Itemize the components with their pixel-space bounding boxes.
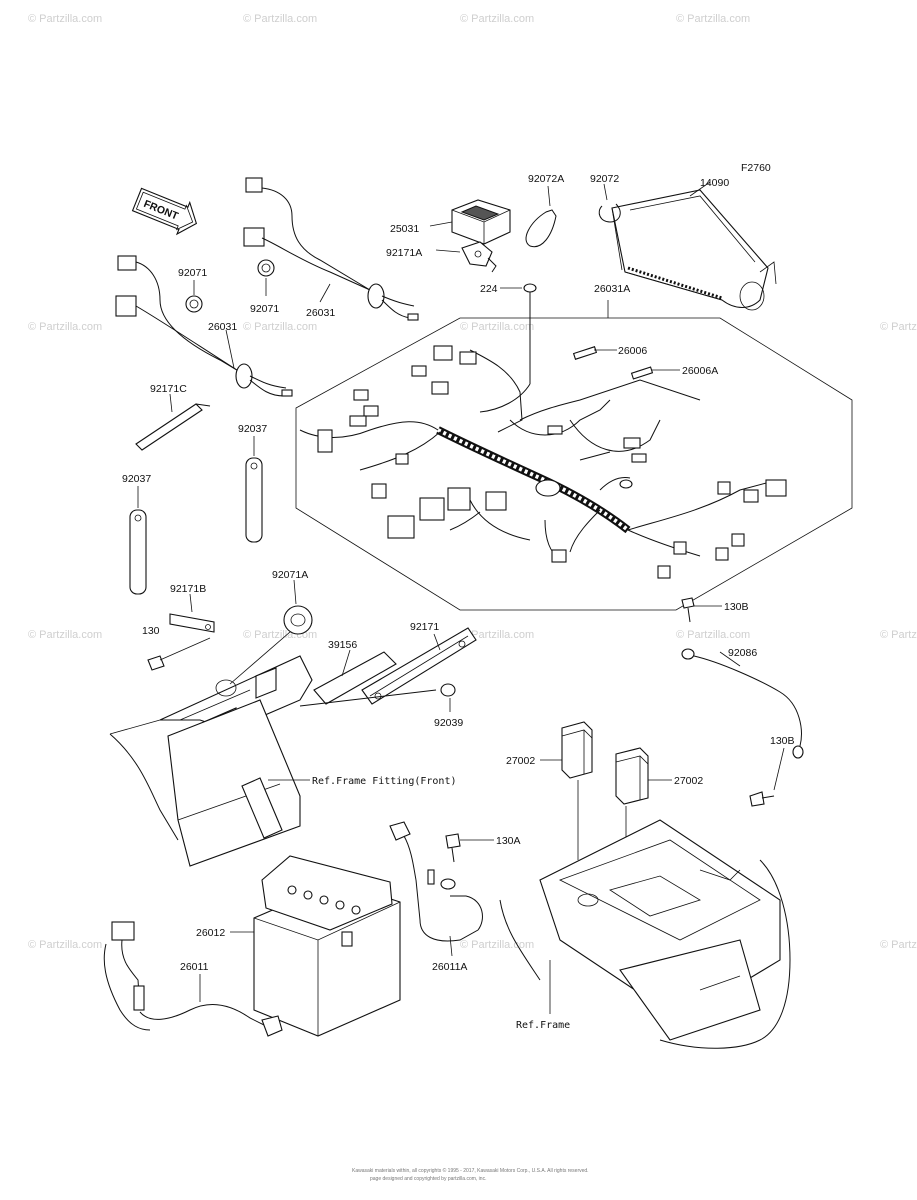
band-drawing: [129, 457, 263, 595]
leader-line: [773, 747, 785, 791]
watermark: © Partzilla.com: [460, 13, 534, 25]
main-harness-drawing: [295, 317, 853, 611]
leader-line: [719, 651, 741, 667]
part-92071A-label: 92071A: [272, 569, 308, 581]
leader-line: [225, 329, 235, 369]
front-arrow: FRONT: [131, 187, 198, 236]
part-26031A-label: 26031A: [594, 283, 630, 295]
part-26031-label: 26031: [208, 321, 237, 333]
footer-credit: page designed and copyrighted by partzil…: [370, 1176, 486, 1182]
part-130A-label: 130A: [496, 835, 521, 847]
watermark: © Partzilla.com: [28, 939, 102, 951]
bracket-drawing: [461, 241, 497, 273]
leader-line: [433, 633, 441, 651]
watermark: © Partzilla.com: [460, 321, 534, 333]
bolt-drawing: [523, 283, 537, 384]
part-39156-label: 39156: [328, 639, 357, 651]
battery-lead-drawing: [103, 921, 283, 1037]
watermark: © Partzilla.com: [676, 13, 750, 25]
part-92171C-label: 92171C: [150, 383, 187, 395]
part-26011-label: 26011: [180, 961, 209, 973]
part-92071-label: 92071: [178, 267, 207, 279]
leader-line: [689, 181, 711, 197]
part-92037-label: 92037: [238, 423, 267, 435]
frame-fitting-drawing: [109, 655, 313, 867]
part-92037-label: 92037: [122, 473, 151, 485]
ground-cable-drawing: [681, 597, 804, 807]
part-92171-label: 92171: [410, 621, 439, 633]
part-92171A-label: 92171A: [386, 247, 422, 259]
part-130B-label: 130B: [770, 735, 795, 747]
part-26006-label: 26006: [618, 345, 647, 357]
leader-line: [189, 593, 193, 613]
part-26012-label: 26012: [196, 927, 225, 939]
part-130-label: 130: [142, 625, 160, 637]
footer-copyright: Kawasaki materials within, all copyright…: [352, 1167, 589, 1174]
watermark: © Partzilla.com: [880, 629, 917, 641]
part-130B-label: 130B: [724, 601, 749, 613]
part-92072-label: 92072: [590, 173, 619, 185]
leader-line: [429, 221, 453, 227]
watermark: © Partzilla.com: [28, 629, 102, 641]
ref-frame-fitting-label: Ref.Frame Fitting(Front): [312, 776, 457, 787]
leader-line: [229, 631, 291, 685]
leader-line: [159, 637, 211, 661]
battery-drawing: [253, 855, 401, 1037]
part-26011A-label: 26011A: [432, 961, 467, 973]
part-26006A-label: 26006A: [682, 365, 718, 377]
watermark: © Partzilla.com: [28, 13, 102, 25]
plate-drawing: [147, 613, 215, 671]
leader-line: [293, 579, 297, 605]
leader-line: [435, 249, 461, 253]
leader-line: [341, 649, 351, 677]
watermark: © Partzilla.com: [880, 321, 917, 333]
fuse-box-drawing: [451, 199, 511, 245]
strap-drawing: [135, 403, 211, 451]
ref-frame-label: Ref.Frame: [516, 1020, 570, 1031]
leader-line: [319, 283, 331, 303]
watermark: © Partzilla.com: [243, 321, 317, 333]
part-224-label: 224: [480, 283, 498, 295]
part-26031-label: 26031: [306, 307, 335, 319]
sub-harness-drawing: [115, 177, 419, 397]
callout-labels: 14090 92072 92072A 25031 92171A 224 2603…: [122, 173, 795, 973]
leader-line: [169, 393, 173, 413]
part-92086-label: 92086: [728, 647, 757, 659]
watermark: © Partzilla.com: [880, 939, 917, 951]
watermark-layer: © Partzilla.com © Partzilla.com © Partzi…: [28, 13, 917, 951]
watermark: © Partzilla.com: [28, 321, 102, 333]
watermark: © Partzilla.com: [460, 939, 534, 951]
watermark: © Partzilla.com: [243, 13, 317, 25]
battery-cable-drawing: [389, 821, 483, 942]
part-92072A-label: 92072A: [528, 173, 564, 185]
part-92071-label: 92071: [250, 303, 279, 315]
watermark: © Partzilla.com: [676, 629, 750, 641]
harness-cover-drawing: [611, 189, 777, 311]
part-14090-label: 14090: [700, 177, 729, 189]
relay-drawing: [561, 721, 649, 805]
watermark: © Partzilla.com: [460, 629, 534, 641]
pad-drawing: [299, 627, 477, 707]
leader-line: [449, 935, 453, 957]
part-27002-label: 27002: [506, 755, 535, 767]
part-92039-label: 92039: [434, 717, 463, 729]
figure-code: F2760: [741, 162, 771, 174]
part-25031-label: 25031: [390, 223, 419, 235]
grommet-drawing: [283, 605, 313, 635]
leader-line: [547, 185, 551, 207]
rear-frame-drawing: [499, 819, 791, 1049]
part-92171B-label: 92171B: [170, 583, 206, 595]
part-27002-label: 27002: [674, 775, 703, 787]
clamp-drawing: [525, 203, 621, 248]
leader-line: [603, 183, 608, 201]
